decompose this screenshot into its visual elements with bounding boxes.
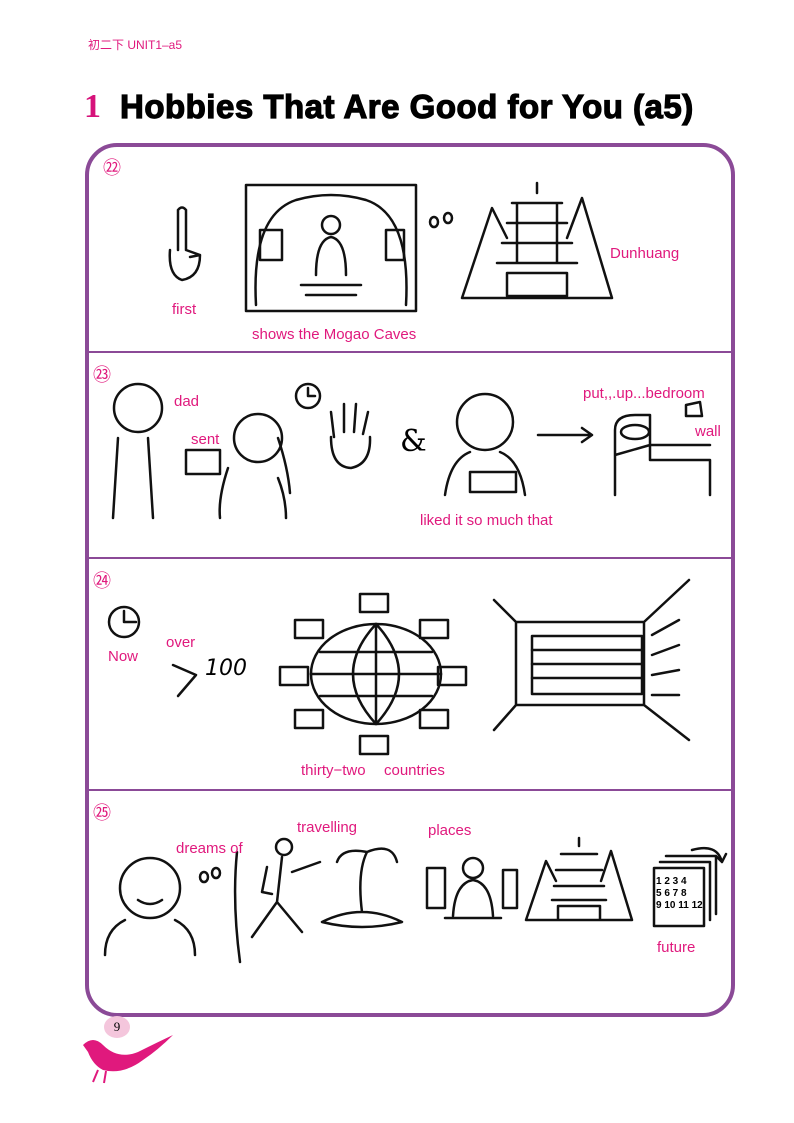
thought-bubbles-icon — [198, 866, 222, 884]
label-thirty-two: thirty−two — [301, 762, 366, 779]
mogao-caves-picture — [244, 183, 418, 313]
girl-reading-illustration — [443, 392, 527, 497]
greater-than-symbol — [171, 663, 198, 698]
divider — [89, 789, 731, 791]
traveller-and-island-illustration — [233, 837, 404, 964]
panel-number: ㉓ — [93, 365, 111, 385]
ampersand-symbol: & — [400, 424, 427, 459]
panel-number: ㉒ — [103, 158, 121, 178]
label-first: first — [172, 301, 197, 318]
hand-five-illustration — [329, 402, 372, 470]
bird-decoration — [83, 1035, 173, 1084]
divider — [89, 557, 731, 559]
page-title: Hobbies That Are Good for You (a5) — [119, 87, 694, 125]
label-over: over — [166, 634, 196, 651]
label-countries: countries — [384, 762, 445, 779]
label-dreams-of: dreams of — [176, 840, 243, 857]
number-100: 100 — [205, 656, 247, 681]
label-liked: liked it so much that — [420, 512, 553, 529]
label-wall: wall — [695, 423, 721, 440]
label-sent: sent — [191, 431, 220, 448]
label-now: Now — [108, 648, 139, 665]
story-frame — [85, 143, 735, 1017]
calendar-illustration — [652, 846, 728, 928]
buddha-statue-illustration — [425, 856, 519, 920]
thought-bubbles-icon — [428, 211, 454, 229]
clock-icon — [107, 605, 141, 639]
panel-number: ㉕ — [93, 803, 111, 823]
girl-dreaming-illustration — [103, 856, 197, 957]
arrow-icon — [536, 426, 594, 444]
panel-number: ㉔ — [93, 571, 111, 591]
clock-icon — [294, 382, 322, 410]
label-travelling: travelling — [297, 819, 358, 836]
finger-one-illustration — [168, 206, 202, 282]
globe-illustration — [278, 592, 468, 756]
section-number: 1 — [84, 88, 101, 125]
label-shows: shows the Mogao Caves — [252, 326, 417, 343]
label-put-up: put,,.up...bedroom — [583, 385, 705, 402]
page-number: 9 — [104, 1016, 130, 1038]
dad-and-girl-illustration — [111, 382, 292, 520]
pagoda-illustration — [524, 836, 634, 922]
label-dunhuang: Dunhuang — [610, 245, 680, 262]
pagoda-illustration — [460, 181, 614, 300]
bed-illustration — [613, 400, 712, 497]
label-dad: dad — [174, 393, 200, 410]
museum-room-illustration — [492, 578, 691, 742]
label-future: future — [657, 939, 696, 956]
label-places: places — [428, 822, 472, 839]
divider — [89, 351, 731, 353]
page-header: 初二下 UNIT1–a5 — [88, 38, 183, 52]
